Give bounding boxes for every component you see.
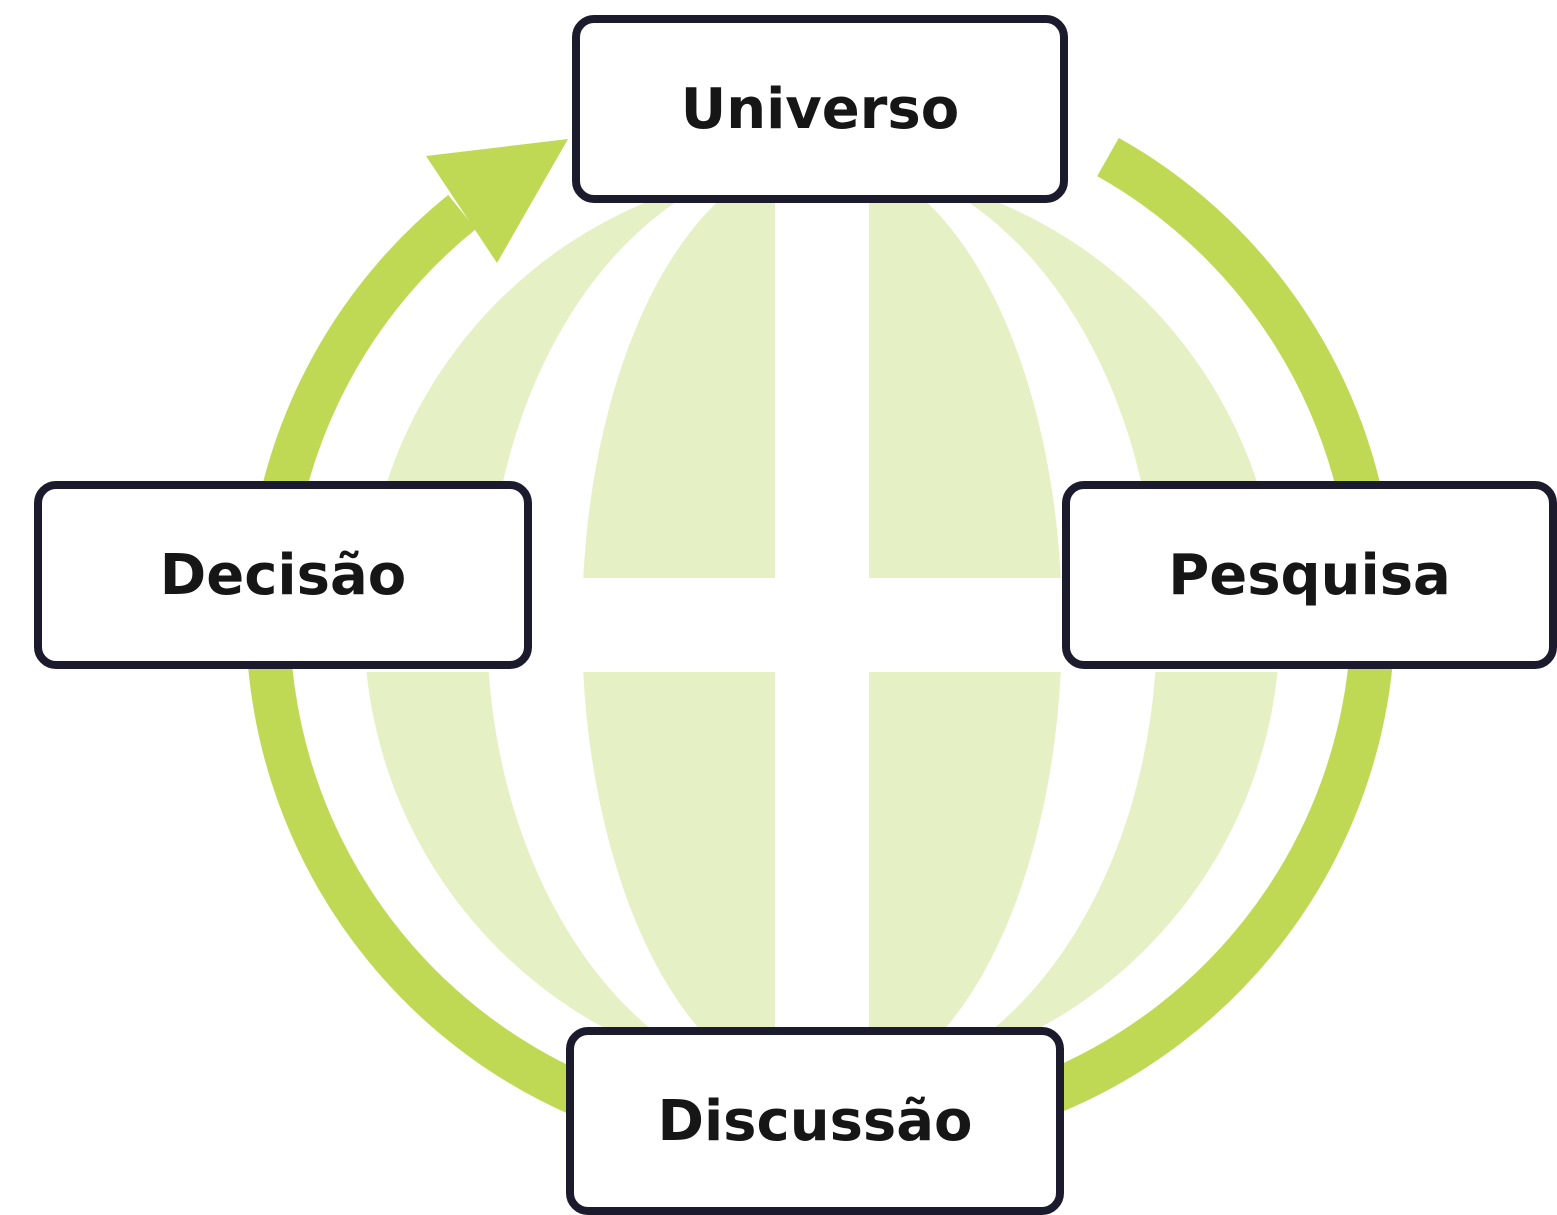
node-discussao: Discussão [566, 1027, 1064, 1215]
node-decisao-label: Decisão [159, 542, 407, 608]
globe-icon [364, 167, 1280, 1083]
cycle-arc-left [245, 194, 589, 1116]
cycle-arrowhead [426, 139, 568, 263]
node-decisao: Decisão [34, 481, 532, 669]
node-pesquisa-label: Pesquisa [1168, 542, 1451, 608]
node-universo-label: Universo [680, 76, 960, 142]
node-pesquisa: Pesquisa [1062, 481, 1557, 669]
node-universo: Universo [572, 15, 1068, 203]
node-discussao-label: Discussão [657, 1088, 973, 1154]
